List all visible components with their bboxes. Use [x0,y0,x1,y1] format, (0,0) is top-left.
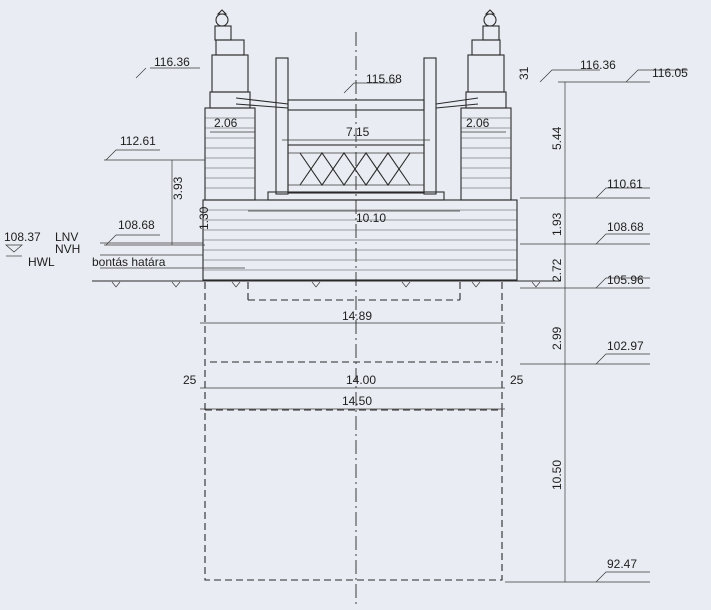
elev-left-tower-top: 116.36 [154,55,190,69]
water-lnv-label: LNV [55,230,78,244]
dimension-lines [104,67,688,583]
foundation-outline [204,282,503,581]
dim-width-1489: 14.89 [342,309,372,323]
elev-far-right-top: 116.05 [652,66,688,80]
dim-height-299: 2.99 [550,326,564,350]
steel-truss [235,57,479,201]
elev-right-tower-top: 116.36 [580,58,616,72]
elev-left-base: 108.68 [118,218,155,232]
dim-height-193: 1.93 [550,212,564,236]
elev-foundation-bottom: 92.47 [607,557,637,571]
left-tower [204,9,256,201]
dim-height-544: 5.44 [550,126,564,150]
dim-tower-left-width: 2.06 [214,116,238,130]
demolition-limit-label: bontás határa [92,255,166,269]
dim-tower-right-width: 2.06 [466,116,490,130]
elev-truss-top: 115.68 [366,72,402,86]
dim-height-272: 2.72 [550,258,564,282]
labels: 116.36 116.36 116.05 115.68 112.61 108.6… [4,55,688,571]
elev-right-base: 108.68 [607,220,644,234]
dim-width-1450: 14.50 [342,394,372,408]
elev-ground: 105.96 [607,273,644,287]
dim-height-393: 3.93 [171,176,185,200]
ground-line [5,242,560,288]
dim-wall-width: 10.10 [356,211,386,225]
dim-offset-right: 25 [510,373,524,387]
water-level-value: 108.37 [4,230,41,244]
elev-right-mid: 110.61 [607,177,643,191]
masonry-base [202,199,518,281]
water-nvh-label: NVH [55,242,80,256]
dim-height-1050: 10.50 [550,460,564,490]
elev-foundation-top: 102.97 [607,339,644,353]
dim-height-130: 1.30 [197,206,211,230]
elev-left-shoulder: 112.61 [120,134,156,148]
dim-small-31: 31 [517,66,531,80]
dim-width-1400: 14.00 [346,373,376,387]
dim-offset-left: 25 [183,373,197,387]
dim-opening-width: 7.15 [346,125,370,139]
water-hwl-label: HWL [28,255,55,269]
